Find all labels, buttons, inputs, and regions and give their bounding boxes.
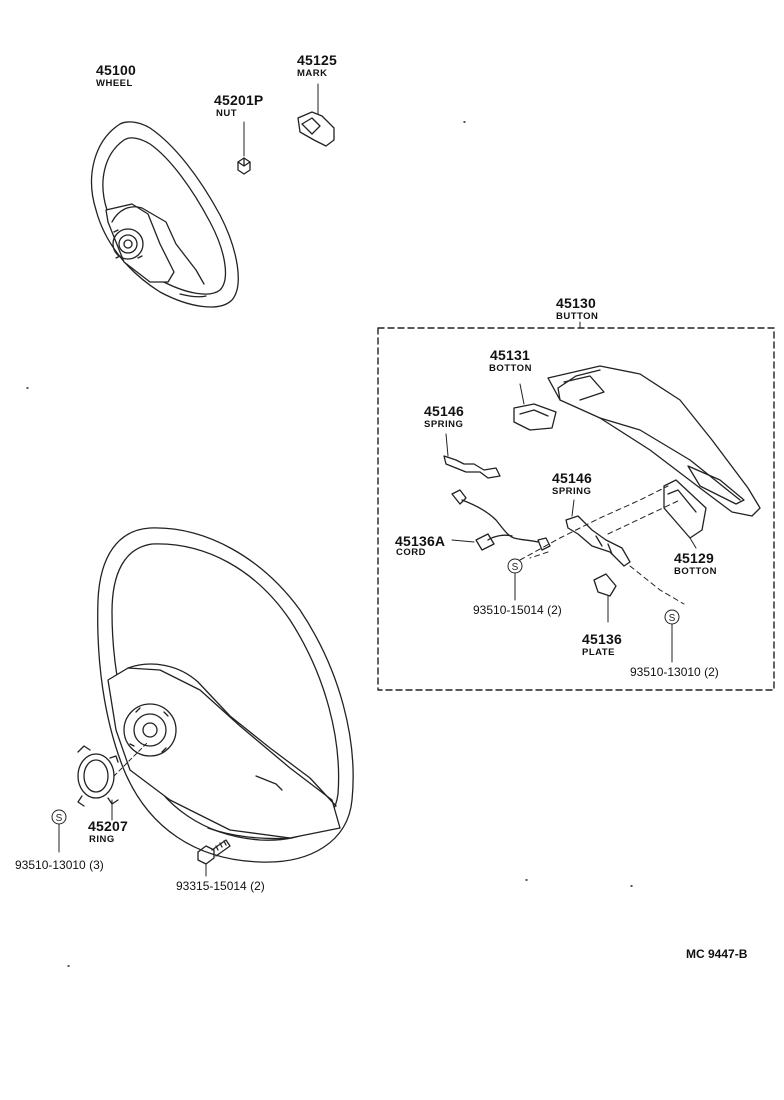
- spring-right-45146: [565, 499, 631, 567]
- button-upper-part-name: BOTTON: [489, 363, 532, 374]
- button-assy-part-number: 45130: [556, 295, 596, 311]
- plate-part-name: PLATE: [582, 647, 615, 658]
- steering-wheel-bottom: [97, 527, 354, 863]
- button-housing-45131: [513, 365, 761, 517]
- screw-symbol-13010-box: S: [669, 613, 676, 624]
- screw-15014-part-number: 93510-15014 (2): [473, 603, 562, 617]
- screw-symbol-15014: S: [512, 562, 519, 573]
- button-lower-part-number: 45129: [674, 550, 714, 566]
- bolt-93315: [197, 839, 231, 877]
- nut-45201p: [237, 121, 251, 175]
- ring-part-number: 45207: [88, 818, 128, 834]
- screw-symbol-ring: [51, 809, 67, 853]
- wheel-part-number: 45100: [96, 62, 136, 78]
- scan-specks: [26, 121, 633, 967]
- mark-part-name: MARK: [297, 68, 328, 79]
- button-assembly-box: [377, 321, 775, 691]
- button-lower-part-name: BOTTON: [674, 566, 717, 577]
- steering-wheel-top: [90, 121, 239, 308]
- screw-symbols-box: [507, 558, 680, 663]
- spring-left-part-name: SPRING: [424, 419, 464, 430]
- spring-right-part-number: 45146: [552, 470, 592, 486]
- nut-part-number: 45201P: [214, 92, 264, 108]
- button-lower-45129: [663, 479, 707, 549]
- mark-part-number: 45125: [297, 52, 337, 68]
- cord-45136a: [451, 489, 551, 551]
- assembly-leader-lines: [519, 485, 685, 605]
- button-assy-part-name: BUTTON: [556, 311, 599, 322]
- button-upper-part-number: 45131: [490, 347, 530, 363]
- screw-13010-ring-part-number: 93510-13010 (3): [15, 858, 104, 872]
- spring-right-part-name: SPRING: [552, 486, 592, 497]
- nut-part-name: NUT: [216, 108, 238, 119]
- spring-left-part-number: 45146: [424, 403, 464, 419]
- spring-left-45146: [443, 433, 501, 479]
- screw-symbol-13010-ring: S: [56, 813, 63, 824]
- ring-45207: [77, 741, 149, 821]
- bolt-part-number: 93315-15014 (2): [176, 879, 265, 893]
- diagram-code: MC 9447-B: [686, 947, 748, 961]
- ring-part-name: RING: [89, 834, 115, 845]
- plate-45136: [593, 573, 617, 623]
- cord-part-number: 45136A: [395, 533, 446, 549]
- plate-part-number: 45136: [582, 631, 622, 647]
- wheel-part-name: WHEEL: [96, 78, 133, 89]
- mark-45125: [297, 83, 335, 147]
- cord-part-name: CORD: [396, 547, 426, 558]
- screw-13010-box-part-number: 93510-13010 (2): [630, 665, 719, 679]
